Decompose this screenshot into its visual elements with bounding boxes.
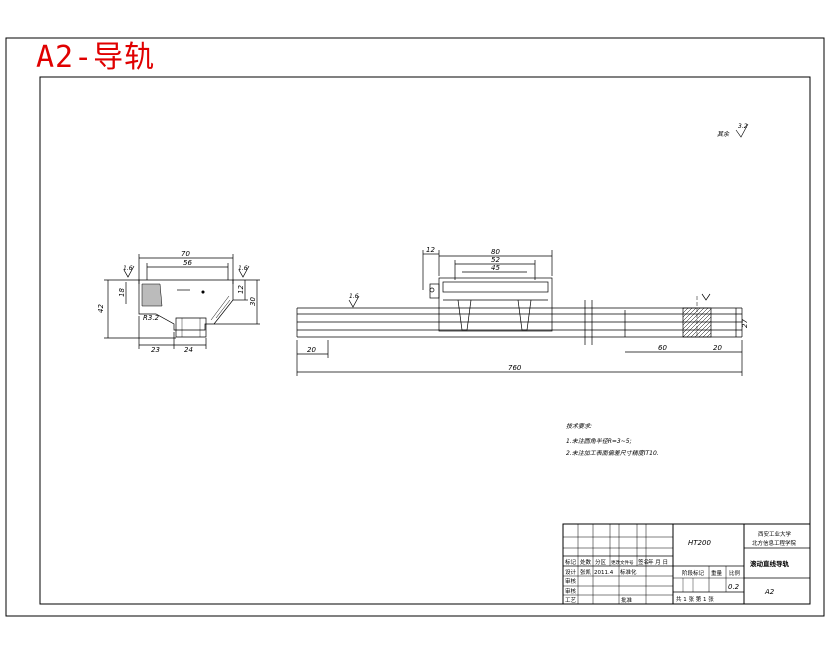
row-design-std: 标准化 [620,568,637,576]
dim-56: 56 [183,259,192,267]
dim-30: 30 [249,297,257,306]
dim-18: 18 [118,288,126,297]
hdr-mark: 标记 [565,558,577,566]
school-line2: 北方信息工程学院 [752,539,797,547]
row-design-label: 设计 [565,568,577,576]
dim-45: 45 [491,264,500,272]
dim-80: 80 [491,248,500,256]
dim-70: 70 [181,250,190,258]
material: HT200 [688,539,711,547]
scale-label: 比例 [729,569,741,577]
label-approve: 批准 [621,596,633,604]
tech-line1: 1.未注圆角半径R=3~5; [566,437,632,445]
dim-12-front: 12 [426,246,435,254]
drawing-no: A2 [764,588,775,596]
dim-60: 60 [658,344,667,352]
hdr-count: 处数 [580,558,592,566]
section-view [104,254,260,349]
front-view-labels: 12 80 52 45 20 60 20 27 760 1.6 [307,246,749,372]
row-design-date: 2011.4 [594,570,614,576]
section-view-labels: 70 56 42 18 12 30 23 24 R3.2 1.6 1.6 [97,250,257,354]
label-check: 审核 [565,587,577,595]
hdr-date: 年 月 日 [648,558,668,566]
dim-27: 27 [741,319,749,328]
part-name: 滚动直线导轨 [750,559,790,568]
dim-760: 760 [508,364,522,372]
label-review: 审核 [565,577,577,585]
dim-20-left: 20 [307,346,316,354]
overlay-title: A2-导轨 [36,40,156,75]
title-block-text: HT200 西安工业大学 北方信息工程学院 滚动直线导轨 A2 标记 处数 分区… [565,530,797,604]
sheets: 共 1 张 第 1 张 [676,595,714,603]
rest-label: 其余 [717,130,730,138]
finish-1-6-a: 1.6 [123,265,133,272]
hdr-zone: 分区 [595,558,607,566]
label-process: 工艺 [565,597,577,604]
inner-frame [39,76,811,605]
tech-line2: 2.未注加工表面偏差尺寸精度IT10. [566,449,659,457]
stage-label: 阶段标记 [682,569,705,577]
front-view [296,250,743,376]
rest-value: 3.2 [738,123,748,130]
finish-rail: 1.6 [349,293,359,300]
finish-symbol-icon [735,123,749,138]
dim-24: 24 [184,346,193,354]
school-line1: 西安工业大学 [758,530,792,538]
tech-heading: 技术要求: [566,422,592,430]
title-block [562,523,811,605]
finish-1-6-b: 1.6 [238,265,248,272]
hdr-sign: 签名 [638,558,649,566]
row-design-name: 张凯 [580,568,592,576]
dim-52: 52 [491,256,500,264]
surface-finish-rest: 其余 3.2 [717,123,749,138]
scale-value: 0.2 [728,583,740,591]
dim-r3-2: R3.2 [143,314,160,322]
hdr-change: 更改文件号 [611,559,634,566]
dim-23: 23 [151,346,160,354]
weight-label: 重量 [711,569,723,577]
technical-notes: 技术要求: 1.未注圆角半径R=3~5; 2.未注加工表面偏差尺寸精度IT10. [566,422,659,457]
dim-12: 12 [237,285,245,294]
dim-20-right: 20 [713,344,722,352]
outer-frame [5,37,825,617]
dim-42: 42 [97,304,105,313]
